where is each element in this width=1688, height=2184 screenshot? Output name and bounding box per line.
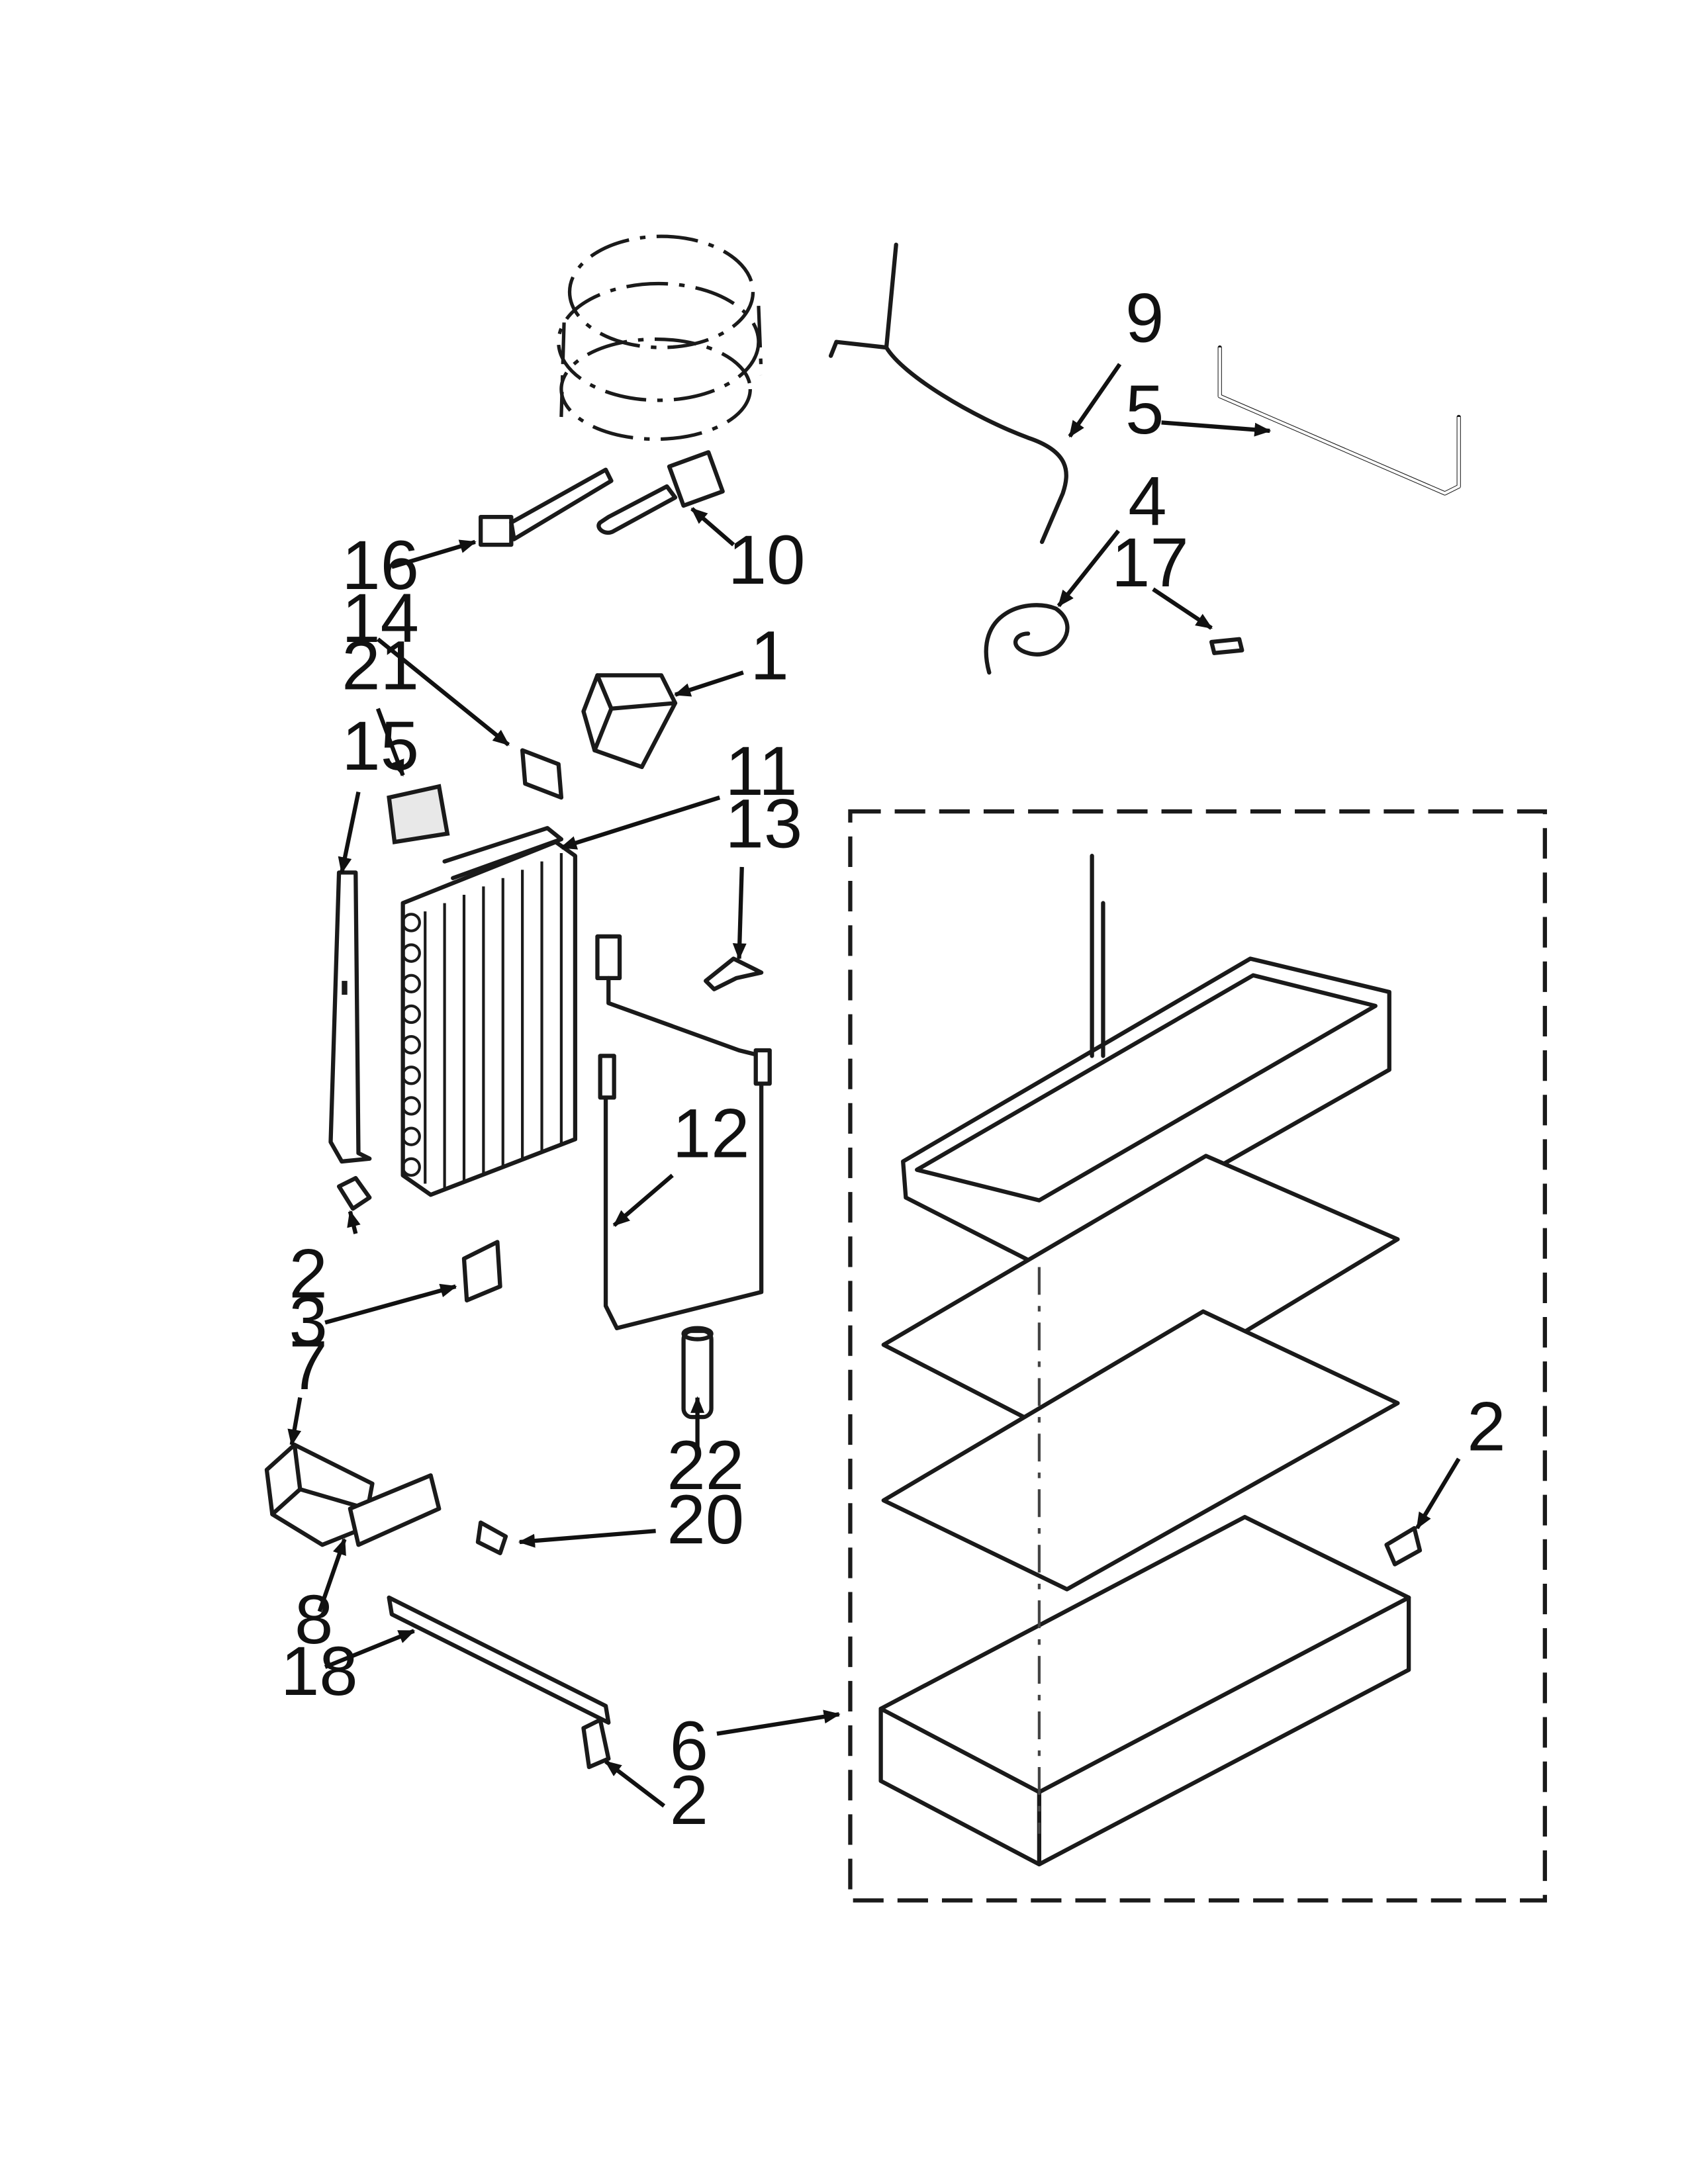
part-2-screw-c (1384, 1525, 1423, 1567)
callout-5: 5 (1125, 371, 1164, 449)
part-9-tube (828, 242, 1068, 545)
part-2-screw-a (336, 1175, 372, 1211)
callout-15: 15 (342, 707, 419, 785)
callout-11: 11 (726, 733, 798, 810)
callout-20: 20 (667, 1481, 744, 1559)
part-22-tube (681, 1326, 714, 1420)
callout-9: 9 (1125, 280, 1164, 357)
part-3-bracket (461, 1240, 502, 1302)
callout-2-left: 2 (289, 1236, 328, 1313)
callout-4: 4 (1128, 463, 1166, 541)
callout-17: 17 (1111, 524, 1189, 602)
part-6-assembly (848, 809, 1547, 1903)
part-13-clip (704, 956, 764, 991)
part-12-heater (595, 934, 772, 1330)
part-21-pad (387, 784, 450, 844)
part-1-bracket (581, 673, 678, 770)
part-10-sensor (596, 450, 725, 535)
compressor-phantom (557, 234, 763, 441)
callout-14: 14 (342, 580, 419, 657)
callout-16: 16 (342, 527, 419, 604)
part-18-rail (387, 1595, 611, 1725)
callout-22: 22 (667, 1427, 744, 1504)
part-2-screw-b (581, 1717, 611, 1770)
callout-21: 21 (342, 627, 419, 704)
callout-13: 13 (726, 786, 803, 863)
callout-3: 3 (289, 1283, 328, 1360)
part-4-loop-tube (984, 603, 1070, 675)
callout-7: 7 (289, 1327, 328, 1404)
callout-10: 10 (728, 522, 806, 599)
part-8-plate (348, 1473, 442, 1547)
part-20-screw (475, 1520, 508, 1555)
callout-18: 18 (281, 1633, 358, 1710)
callout-12: 12 (673, 1095, 750, 1173)
part-17-clip (1209, 637, 1244, 655)
part-15-strip (328, 870, 372, 1164)
callout-2-right: 2 (1467, 1388, 1505, 1465)
callout-labels: 1 2 2 2 3 4 5 6 7 8 9 10 11 12 13 14 15 … (281, 280, 1506, 1839)
leader-lines (287, 363, 1461, 1808)
callout-8: 8 (295, 1581, 333, 1659)
part-11-evaporator (400, 826, 578, 1197)
part-16-cable-tie (479, 467, 614, 547)
callout-1: 1 (750, 617, 788, 695)
callout-6: 6 (670, 1707, 708, 1785)
part-5-tube (1217, 345, 1461, 496)
callout-2-bottom: 2 (670, 1762, 708, 1839)
part-14-plate (520, 748, 564, 800)
